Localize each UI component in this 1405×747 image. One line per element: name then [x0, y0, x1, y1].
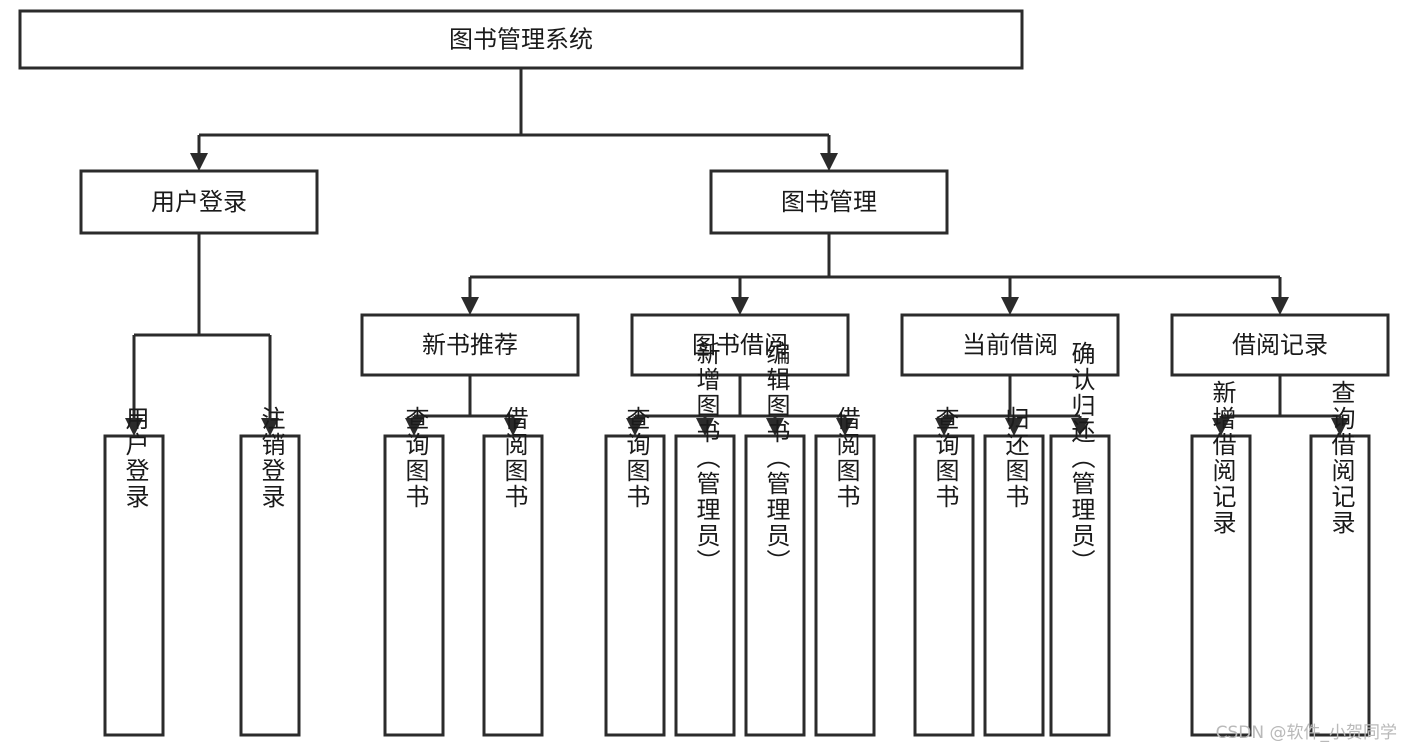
node-leaf-query-book-rec-label: 查询图书	[401, 406, 429, 510]
node-leaf-logout[interactable]: 注销登录	[239, 406, 301, 737]
node-leaf-add-book-box	[674, 434, 736, 737]
node-user-login-box	[79, 169, 319, 235]
csdn-watermark: CSDN @软件_小贺同学	[1215, 723, 1397, 743]
node-leaf-query-book-rec-box	[383, 434, 445, 737]
node-leaf-borrow-book[interactable]: 借阅图书	[814, 406, 876, 737]
node-leaf-edit-book-label: 编辑图书（管理员）	[762, 341, 790, 575]
node-current-borrow-label: 当前借阅	[962, 331, 1058, 359]
arrow-head-icon	[1331, 418, 1349, 436]
arrow-head-icon	[626, 418, 644, 436]
node-leaf-confirm-return[interactable]: 确认归还（管理员）	[1049, 341, 1111, 737]
node-book-manage[interactable]: 图书管理	[709, 169, 949, 235]
node-book-manage-box	[709, 169, 949, 235]
node-leaf-query-book-borrow[interactable]: 查询图书	[604, 406, 666, 737]
node-leaf-return-book-box	[983, 434, 1045, 737]
node-borrow-record-label: 借阅记录	[1232, 331, 1328, 359]
node-leaf-query-record-box	[1309, 434, 1371, 737]
arrow-head-icon	[1001, 297, 1019, 315]
node-leaf-edit-book[interactable]: 编辑图书（管理员）	[744, 341, 806, 737]
arrow-head-icon	[261, 418, 279, 436]
node-current-borrow-box	[900, 313, 1120, 377]
arrow-head-icon	[766, 418, 784, 436]
arrow-head-icon	[190, 153, 208, 171]
arrow-head-icon	[125, 418, 143, 436]
node-leaf-edit-book-box	[744, 434, 806, 737]
arrow-head-icon	[405, 418, 423, 436]
node-user-login[interactable]: 用户登录	[79, 169, 319, 235]
node-leaf-add-book-label: 新增图书（管理员）	[692, 341, 720, 575]
node-leaf-borrow-book-rec-label: 借阅图书	[500, 406, 528, 510]
arrow-head-icon	[461, 297, 479, 315]
arrow-head-icon	[935, 418, 953, 436]
node-leaf-query-book-cur-box	[913, 434, 975, 737]
node-leaf-return-book[interactable]: 归还图书	[983, 406, 1045, 737]
node-borrow-record-box	[1170, 313, 1390, 377]
node-root-root-label: 图书管理系统	[449, 26, 593, 54]
node-book-manage-label: 图书管理	[781, 188, 877, 216]
node-root-root[interactable]: 图书管理系统	[18, 9, 1024, 70]
arrow-head-icon	[504, 418, 522, 436]
node-leaf-add-book[interactable]: 新增图书（管理员）	[674, 341, 736, 737]
node-current-borrow[interactable]: 当前借阅	[900, 313, 1120, 377]
node-root-root-box	[18, 9, 1024, 70]
arrow-head-icon	[731, 297, 749, 315]
node-leaf-logout-label: 注销登录	[257, 406, 285, 510]
node-leaf-add-record-box	[1190, 434, 1252, 737]
arrow-head-icon	[820, 153, 838, 171]
node-leaf-query-book-cur[interactable]: 查询图书	[913, 406, 975, 737]
node-leaf-confirm-return-box	[1049, 434, 1111, 737]
node-leaf-add-record[interactable]: 新增借阅记录	[1190, 380, 1252, 737]
node-leaf-query-record-label: 查询借阅记录	[1327, 380, 1355, 536]
arrow-head-icon	[836, 418, 854, 436]
node-new-book-recommend-box	[360, 313, 580, 377]
node-leaf-user-login-label: 用户登录	[121, 406, 149, 510]
node-boxes: 图书管理系统用户登录图书管理新书推荐图书借阅当前借阅借阅记录用户登录注销登录查询…	[18, 9, 1390, 737]
node-new-book-recommend[interactable]: 新书推荐	[360, 313, 580, 377]
arrow-head-icon	[696, 418, 714, 436]
node-leaf-confirm-return-label: 确认归还（管理员）	[1067, 341, 1095, 575]
node-borrow-record[interactable]: 借阅记录	[1170, 313, 1390, 377]
node-leaf-borrow-book-rec[interactable]: 借阅图书	[482, 406, 544, 737]
node-new-book-recommend-label: 新书推荐	[422, 331, 518, 359]
node-leaf-query-book-borrow-label: 查询图书	[622, 406, 650, 510]
node-user-login-label: 用户登录	[151, 188, 247, 216]
node-book-borrow[interactable]: 图书借阅	[630, 313, 850, 377]
node-book-borrow-box	[630, 313, 850, 377]
node-leaf-borrow-book-label: 借阅图书	[832, 406, 860, 510]
node-leaf-return-book-label: 归还图书	[1001, 406, 1029, 510]
node-leaf-query-book-borrow-box	[604, 434, 666, 737]
node-leaf-add-record-label: 新增借阅记录	[1208, 380, 1236, 536]
node-leaf-logout-box	[239, 434, 301, 737]
node-leaf-borrow-book-box	[814, 434, 876, 737]
arrow-head-icon	[1212, 418, 1230, 436]
node-leaf-query-book-rec[interactable]: 查询图书	[383, 406, 445, 737]
node-leaf-query-book-cur-label: 查询图书	[931, 406, 959, 510]
arrow-head-icon	[1071, 418, 1089, 436]
node-leaf-borrow-book-rec-box	[482, 434, 544, 737]
arrow-head-icon	[1005, 418, 1023, 436]
connector-lines	[125, 68, 1349, 436]
node-leaf-query-record[interactable]: 查询借阅记录	[1309, 380, 1371, 737]
node-book-borrow-label: 图书借阅	[692, 331, 788, 359]
arrow-head-icon	[1271, 297, 1289, 315]
node-leaf-user-login[interactable]: 用户登录	[103, 406, 165, 737]
node-leaf-user-login-box	[103, 434, 165, 737]
